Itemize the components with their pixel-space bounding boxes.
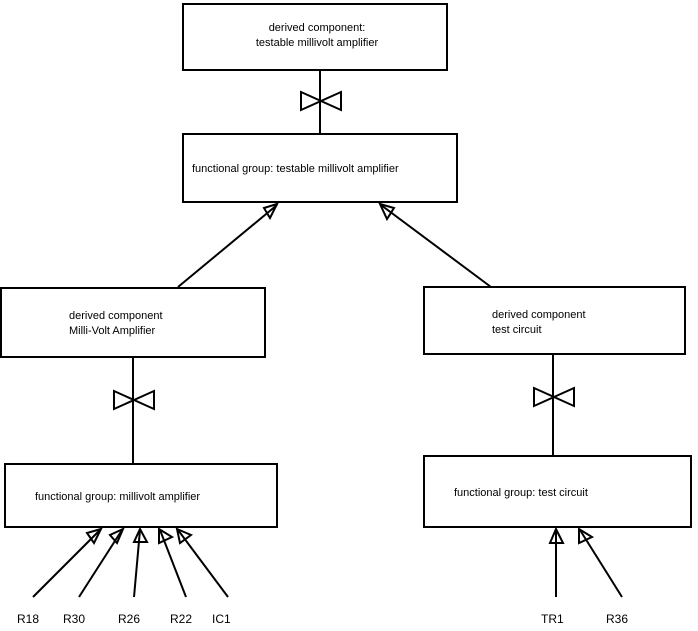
leaf-label-r36: R36 bbox=[606, 612, 629, 626]
node-label-line1: derived component bbox=[69, 310, 163, 322]
derivation-bowtie-left bbox=[113, 389, 155, 411]
node-label-line1: functional group: testable millivolt amp… bbox=[192, 163, 399, 175]
derivation-bowtie-right bbox=[533, 386, 575, 408]
node-label-line2: Milli-Volt Amplifier bbox=[69, 325, 156, 337]
part-arrow-R30 bbox=[78, 527, 125, 598]
leaf-label-r18: R18 bbox=[17, 612, 40, 626]
leaf-label-r30: R30 bbox=[63, 612, 86, 626]
node-fg-test-circuit[interactable]: functional group: test circuit bbox=[423, 455, 692, 528]
node-label-line2: test circuit bbox=[492, 324, 542, 336]
part-arrow-R26 bbox=[132, 526, 149, 598]
part-arrow-R22 bbox=[158, 527, 187, 598]
part-arrow-TR1 bbox=[548, 526, 565, 597]
node-label-line2: testable millivolt amplifier bbox=[255, 37, 379, 49]
node-label-line1: derived component: bbox=[268, 22, 366, 34]
node-derived-test-circuit[interactable]: derived component test circuit bbox=[423, 286, 686, 355]
part-arrow-R18 bbox=[32, 527, 103, 598]
node-label-line1: functional group: test circuit bbox=[454, 487, 588, 499]
generalization-line-left bbox=[177, 204, 278, 288]
node-label-line1: derived component bbox=[492, 309, 586, 321]
node-derived-mv-amp[interactable]: derived component Milli-Volt Amplifier bbox=[0, 287, 266, 358]
generalization-arrowhead-right bbox=[378, 202, 396, 222]
leaf-label-r22: R22 bbox=[170, 612, 193, 626]
part-arrow-R36 bbox=[578, 527, 623, 598]
derivation-bowtie-top bbox=[300, 90, 342, 112]
node-fg-mv-amp[interactable]: functional group: millivolt amplifier bbox=[4, 463, 278, 528]
node-fg-testable-mv-amp[interactable]: functional group: testable millivolt amp… bbox=[182, 133, 458, 203]
part-arrow-IC1 bbox=[175, 527, 229, 598]
leaf-label-ic1: IC1 bbox=[212, 612, 231, 626]
node-label-line1: functional group: millivolt amplifier bbox=[35, 491, 201, 503]
leaf-label-tr1: TR1 bbox=[541, 612, 564, 626]
generalization-line-right bbox=[380, 204, 492, 288]
generalization-arrowhead-left bbox=[262, 202, 279, 221]
leaf-label-r26: R26 bbox=[118, 612, 141, 626]
node-derived-testable-mv-amp[interactable]: derived component: testable millivolt am… bbox=[182, 3, 448, 71]
